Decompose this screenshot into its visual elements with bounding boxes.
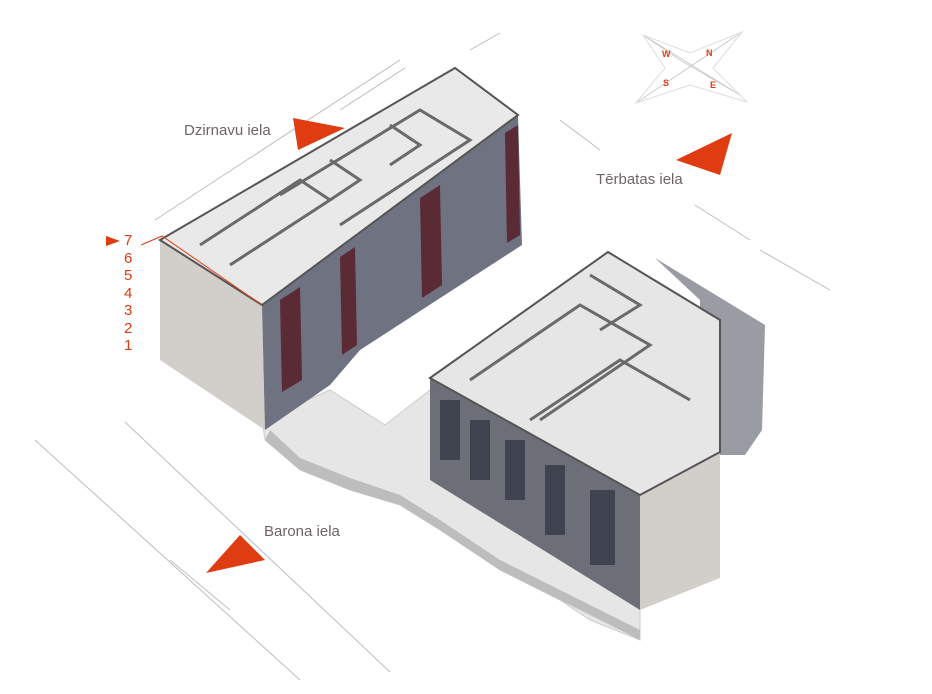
compass-n: N <box>706 48 713 58</box>
floor-1[interactable]: 1 <box>124 337 133 354</box>
orientation-arrows <box>106 118 732 573</box>
street-label-dzirnavu: Dzirnavu iela <box>184 122 271 139</box>
podium <box>261 389 641 641</box>
floor-3[interactable]: 3 <box>124 302 133 319</box>
floor-7[interactable]: 7 <box>124 232 133 249</box>
floor-selector: 7 6 5 4 3 2 1 <box>124 232 132 355</box>
compass-s: S <box>663 78 669 88</box>
floor-2[interactable]: 2 <box>124 319 133 337</box>
building-right <box>428 250 765 610</box>
arrow-barona-icon <box>206 535 265 573</box>
floor-6[interactable]: 6 <box>124 249 133 267</box>
floor-4[interactable]: 4 <box>124 284 133 302</box>
floor-leader-line <box>140 235 263 306</box>
floor-5[interactable]: 5 <box>124 267 133 284</box>
street-lines <box>34 32 831 681</box>
compass-w: W <box>662 49 671 59</box>
arrow-dzirnavu-icon <box>293 118 345 150</box>
street-label-terbatas: Tērbatas iela <box>596 171 683 188</box>
compass: W N S E <box>634 30 748 105</box>
selected-floor-arrow-icon <box>106 236 120 246</box>
arrow-terbatas-icon <box>676 133 732 175</box>
compass-e: E <box>710 80 716 90</box>
building-left <box>158 66 522 430</box>
street-label-barona: Barona iela <box>264 523 340 540</box>
